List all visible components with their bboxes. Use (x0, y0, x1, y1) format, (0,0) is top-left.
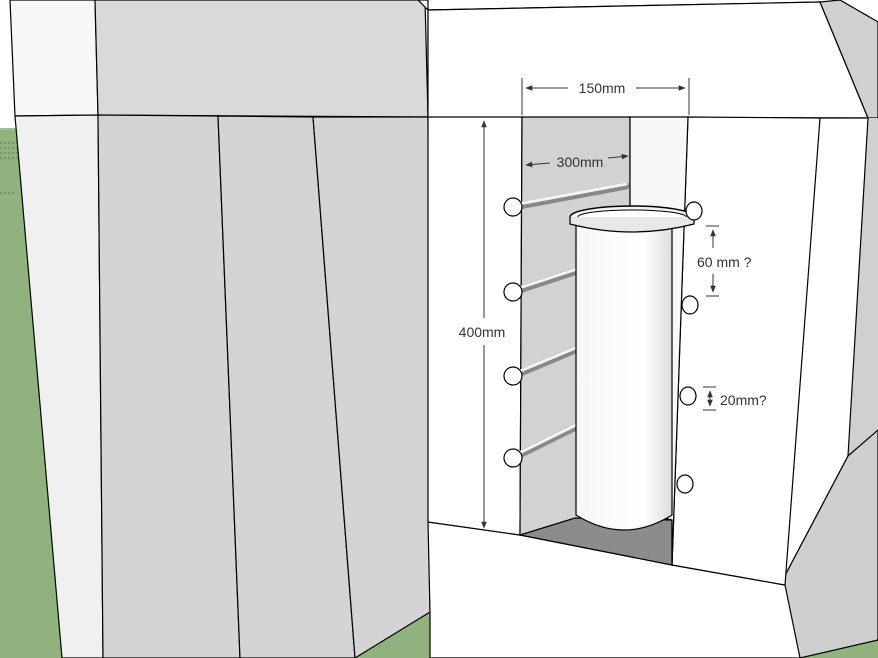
width-label: 150mm (579, 80, 626, 96)
rods (503, 182, 630, 468)
right-rod-ends (676, 201, 703, 494)
rod-end-1 (503, 197, 523, 217)
rod-3 (509, 344, 584, 380)
right-wall-side-lower (779, 429, 878, 658)
ground-hatch (0, 142, 20, 194)
right-rod-end-1 (685, 201, 703, 221)
rod-4 (509, 421, 584, 462)
rod-end-2 (503, 282, 523, 302)
door-panel-1 (97, 114, 241, 658)
right-side-top (819, 0, 878, 119)
left-wall-top (9, 0, 99, 117)
rod-length-dimension-line (525, 161, 551, 168)
spacing-label: 60 mm ? (697, 254, 752, 270)
front-top-face (427, 1, 869, 119)
rod-end-3 (503, 366, 523, 386)
right-rod-end-2 (681, 295, 699, 315)
rod-length-label: 300mm (557, 154, 604, 170)
door-panel-2 (217, 115, 356, 658)
cylinder (569, 205, 695, 531)
rod-1 (509, 182, 630, 211)
height-label: 400mm (459, 324, 506, 340)
rod-2 (509, 266, 584, 296)
right-rod-end-4 (676, 474, 694, 494)
rod-1-highlight (511, 182, 628, 207)
right-rod-end-3 (679, 386, 697, 406)
rod-end-4 (503, 448, 523, 468)
left-wall-side (14, 114, 104, 658)
dimensions (481, 78, 719, 529)
door-top-strip (94, 0, 429, 118)
diameter-label: 20mm? (720, 392, 767, 408)
